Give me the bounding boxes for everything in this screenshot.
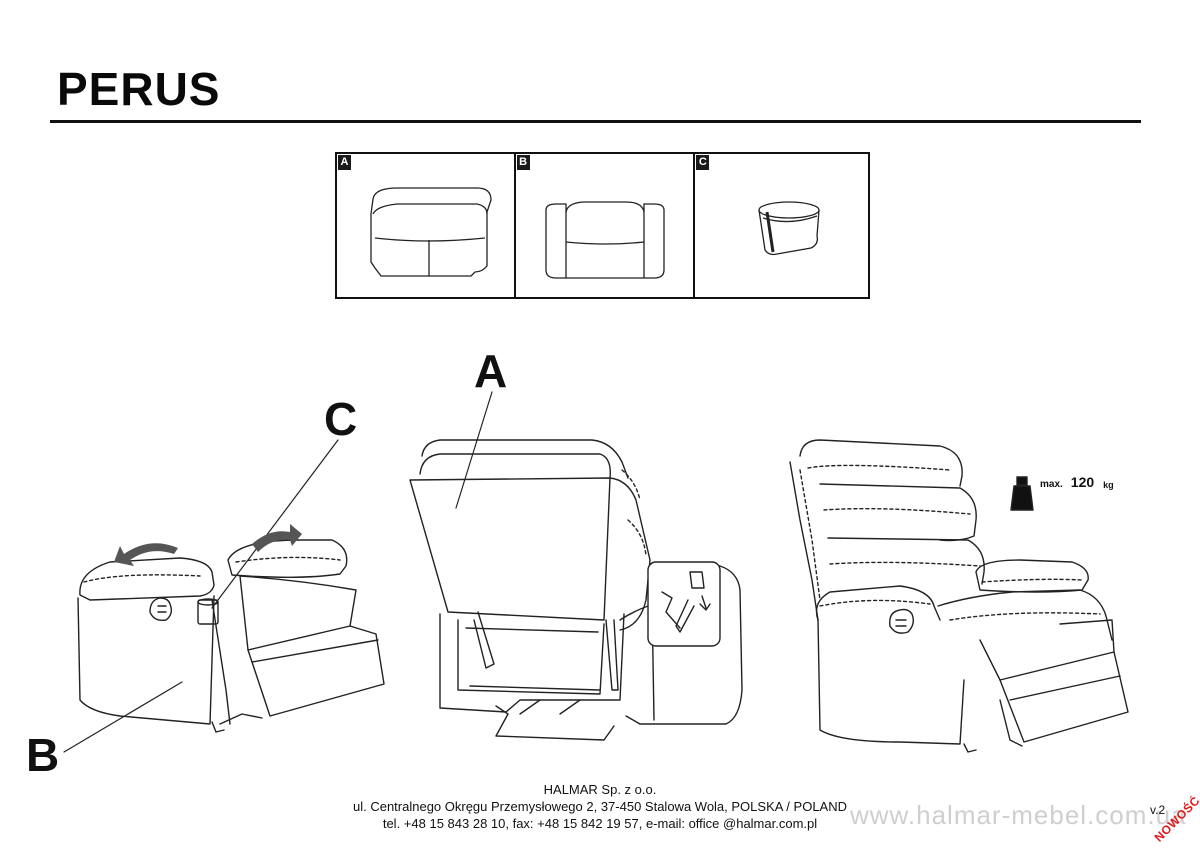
part-c-box: C [695,154,868,297]
weight-limit: max. 120 kg [1012,474,1114,490]
weight-limit-label: max. [1040,479,1063,490]
recliner-center-drawing [409,439,743,741]
footer-company: HALMAR Sp. z o.o. [543,782,657,797]
backrest-cushion-icon [370,187,492,277]
weight-limit-unit: kg [1103,480,1114,490]
footer-address: ul. Centralnego Okręgu Przemysłowego 2, … [352,799,847,814]
part-b-tag: B [516,155,530,170]
company-footer: HALMAR Sp. z o.o. ul. Centralnego Okręgu… [330,781,870,832]
callout-c-label: C [324,393,358,445]
callout-b-leader [63,681,183,753]
part-b-box: B [516,154,696,297]
rotate-right-arrow-icon [252,524,302,552]
weight-icon [1010,476,1034,511]
part-a-box: A [337,154,516,297]
weight-limit-value: 120 [1070,474,1095,490]
callout-c-leader [211,439,339,609]
rotate-left-arrow-icon [114,543,178,566]
callout-a-leader [455,391,493,509]
part-a-tag: A [338,155,351,170]
footer-contact: tel. +48 15 843 28 10, fax: +48 15 842 1… [382,816,818,831]
recliner-right-drawing [789,439,1129,753]
part-c-tag: C [696,155,710,170]
title-divider [50,120,1141,123]
callout-a-label: A [474,345,508,397]
watermark: www.halmar-mebel.com.ua [850,800,1187,830]
page-title: PERUS [57,63,221,115]
armchair-base-icon [545,201,665,279]
parts-list: A B C [335,152,870,299]
recliner-left-drawing [77,539,385,733]
callout-b-label: B [26,729,60,781]
version-label: v.2 [1150,803,1166,817]
cup-holder-icon [758,201,820,256]
